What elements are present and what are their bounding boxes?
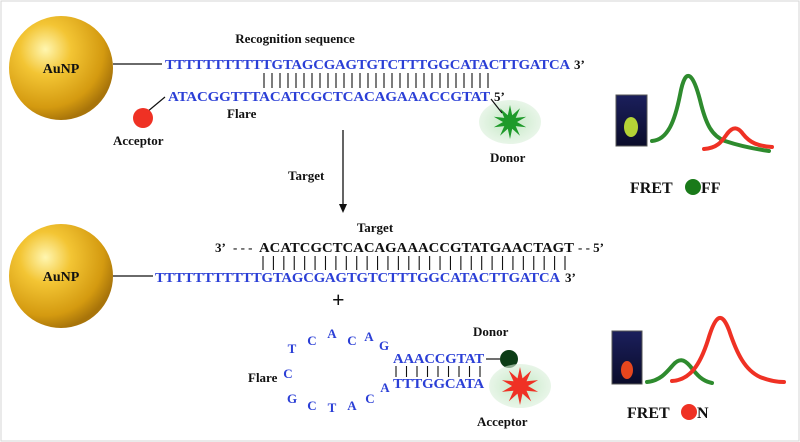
recognition-3prime: 3’ [574, 57, 585, 72]
target-arrow-label: Target [288, 168, 325, 183]
spectrum-red-bottom [670, 316, 786, 384]
recognition-strand: TTTTTTTTTTTGTAGCGAGTGTCTTTGGCATACTTGATCA [165, 57, 570, 72]
fret-state-bottom: N [697, 405, 709, 422]
acceptor-dot-top [133, 108, 153, 128]
target-dashes: - - - [233, 240, 253, 255]
stem-top-strand: AAACCGTAT [393, 351, 484, 366]
stem-bonds [395, 366, 481, 377]
loop-base: A [327, 326, 337, 341]
target-3prime: 3’ [215, 240, 226, 255]
spectrum-green-bottom [645, 358, 714, 385]
flare-label-top: Flare [227, 106, 257, 121]
donor-star-top [493, 105, 527, 139]
loop-base: C [307, 333, 316, 348]
loop-base: A [364, 329, 374, 344]
loop-base: C [283, 366, 292, 381]
plus-sign: + [332, 287, 345, 312]
gold-nanoparticle-bottom [9, 224, 113, 328]
stem-bottom-strand: TTTGGCATA [393, 376, 484, 391]
loop-base: G [287, 391, 297, 406]
target-5prime: - - 5’ [578, 240, 604, 255]
recognition-title: Recognition sequence [235, 31, 355, 46]
target-title: Target [357, 220, 394, 235]
loop-base: A [347, 398, 357, 413]
acceptor-label-bottom: Acceptor [477, 414, 528, 429]
donor-dot-bottom [500, 350, 518, 368]
acceptor-linker-top [146, 96, 166, 113]
tube-glow-top [624, 117, 638, 137]
loop-base: T [288, 341, 297, 356]
hybrid-bonds-bottom [262, 256, 566, 270]
recognition-strand-bottom: TTTTTTTTTTTGTAGCGAGTGTCTTTGGCATACTTGATCA [155, 270, 560, 285]
target-arrowhead [339, 204, 347, 213]
tube-glow-bottom [621, 361, 633, 379]
flare-5prime: 5’ [494, 89, 505, 104]
fret-on-dot [681, 404, 697, 420]
aunp-label-bottom: AuNP [43, 270, 80, 285]
fret-off-dot [685, 179, 701, 195]
flare-label-bottom: Flare [248, 370, 278, 385]
donor-label-top: Donor [490, 150, 526, 165]
fret-text-top: FRET [630, 180, 673, 197]
spectrum-red-top [702, 126, 774, 151]
donor-label-bottom: Donor [473, 324, 509, 339]
acceptor-star-bottom [501, 367, 539, 405]
acceptor-label-top: Acceptor [113, 133, 164, 148]
fret-state-top: FF [701, 180, 721, 197]
recognition-3prime-bottom: 3’ [565, 270, 576, 285]
loop-base: A [380, 380, 390, 395]
spectrum-green-top [650, 73, 771, 153]
loop-base: T [328, 400, 337, 415]
loop-base: C [307, 398, 316, 413]
loop-base: C [347, 333, 356, 348]
hybrid-bonds-top [263, 73, 489, 88]
donor-linker-top [490, 98, 503, 114]
target-strand: ACATCGCTCACAGAAACCGTATGAACTAGT [259, 240, 574, 255]
loop-base: C [365, 391, 374, 406]
gold-nanoparticle-top [9, 16, 113, 120]
flare-strand: ATACGGTTTACATCGCTCACAGAAACCGTAT [168, 89, 490, 104]
fret-text-bottom: FRET [627, 405, 670, 422]
loop-base: G [379, 338, 389, 353]
aunp-label-top: AuNP [43, 62, 80, 77]
